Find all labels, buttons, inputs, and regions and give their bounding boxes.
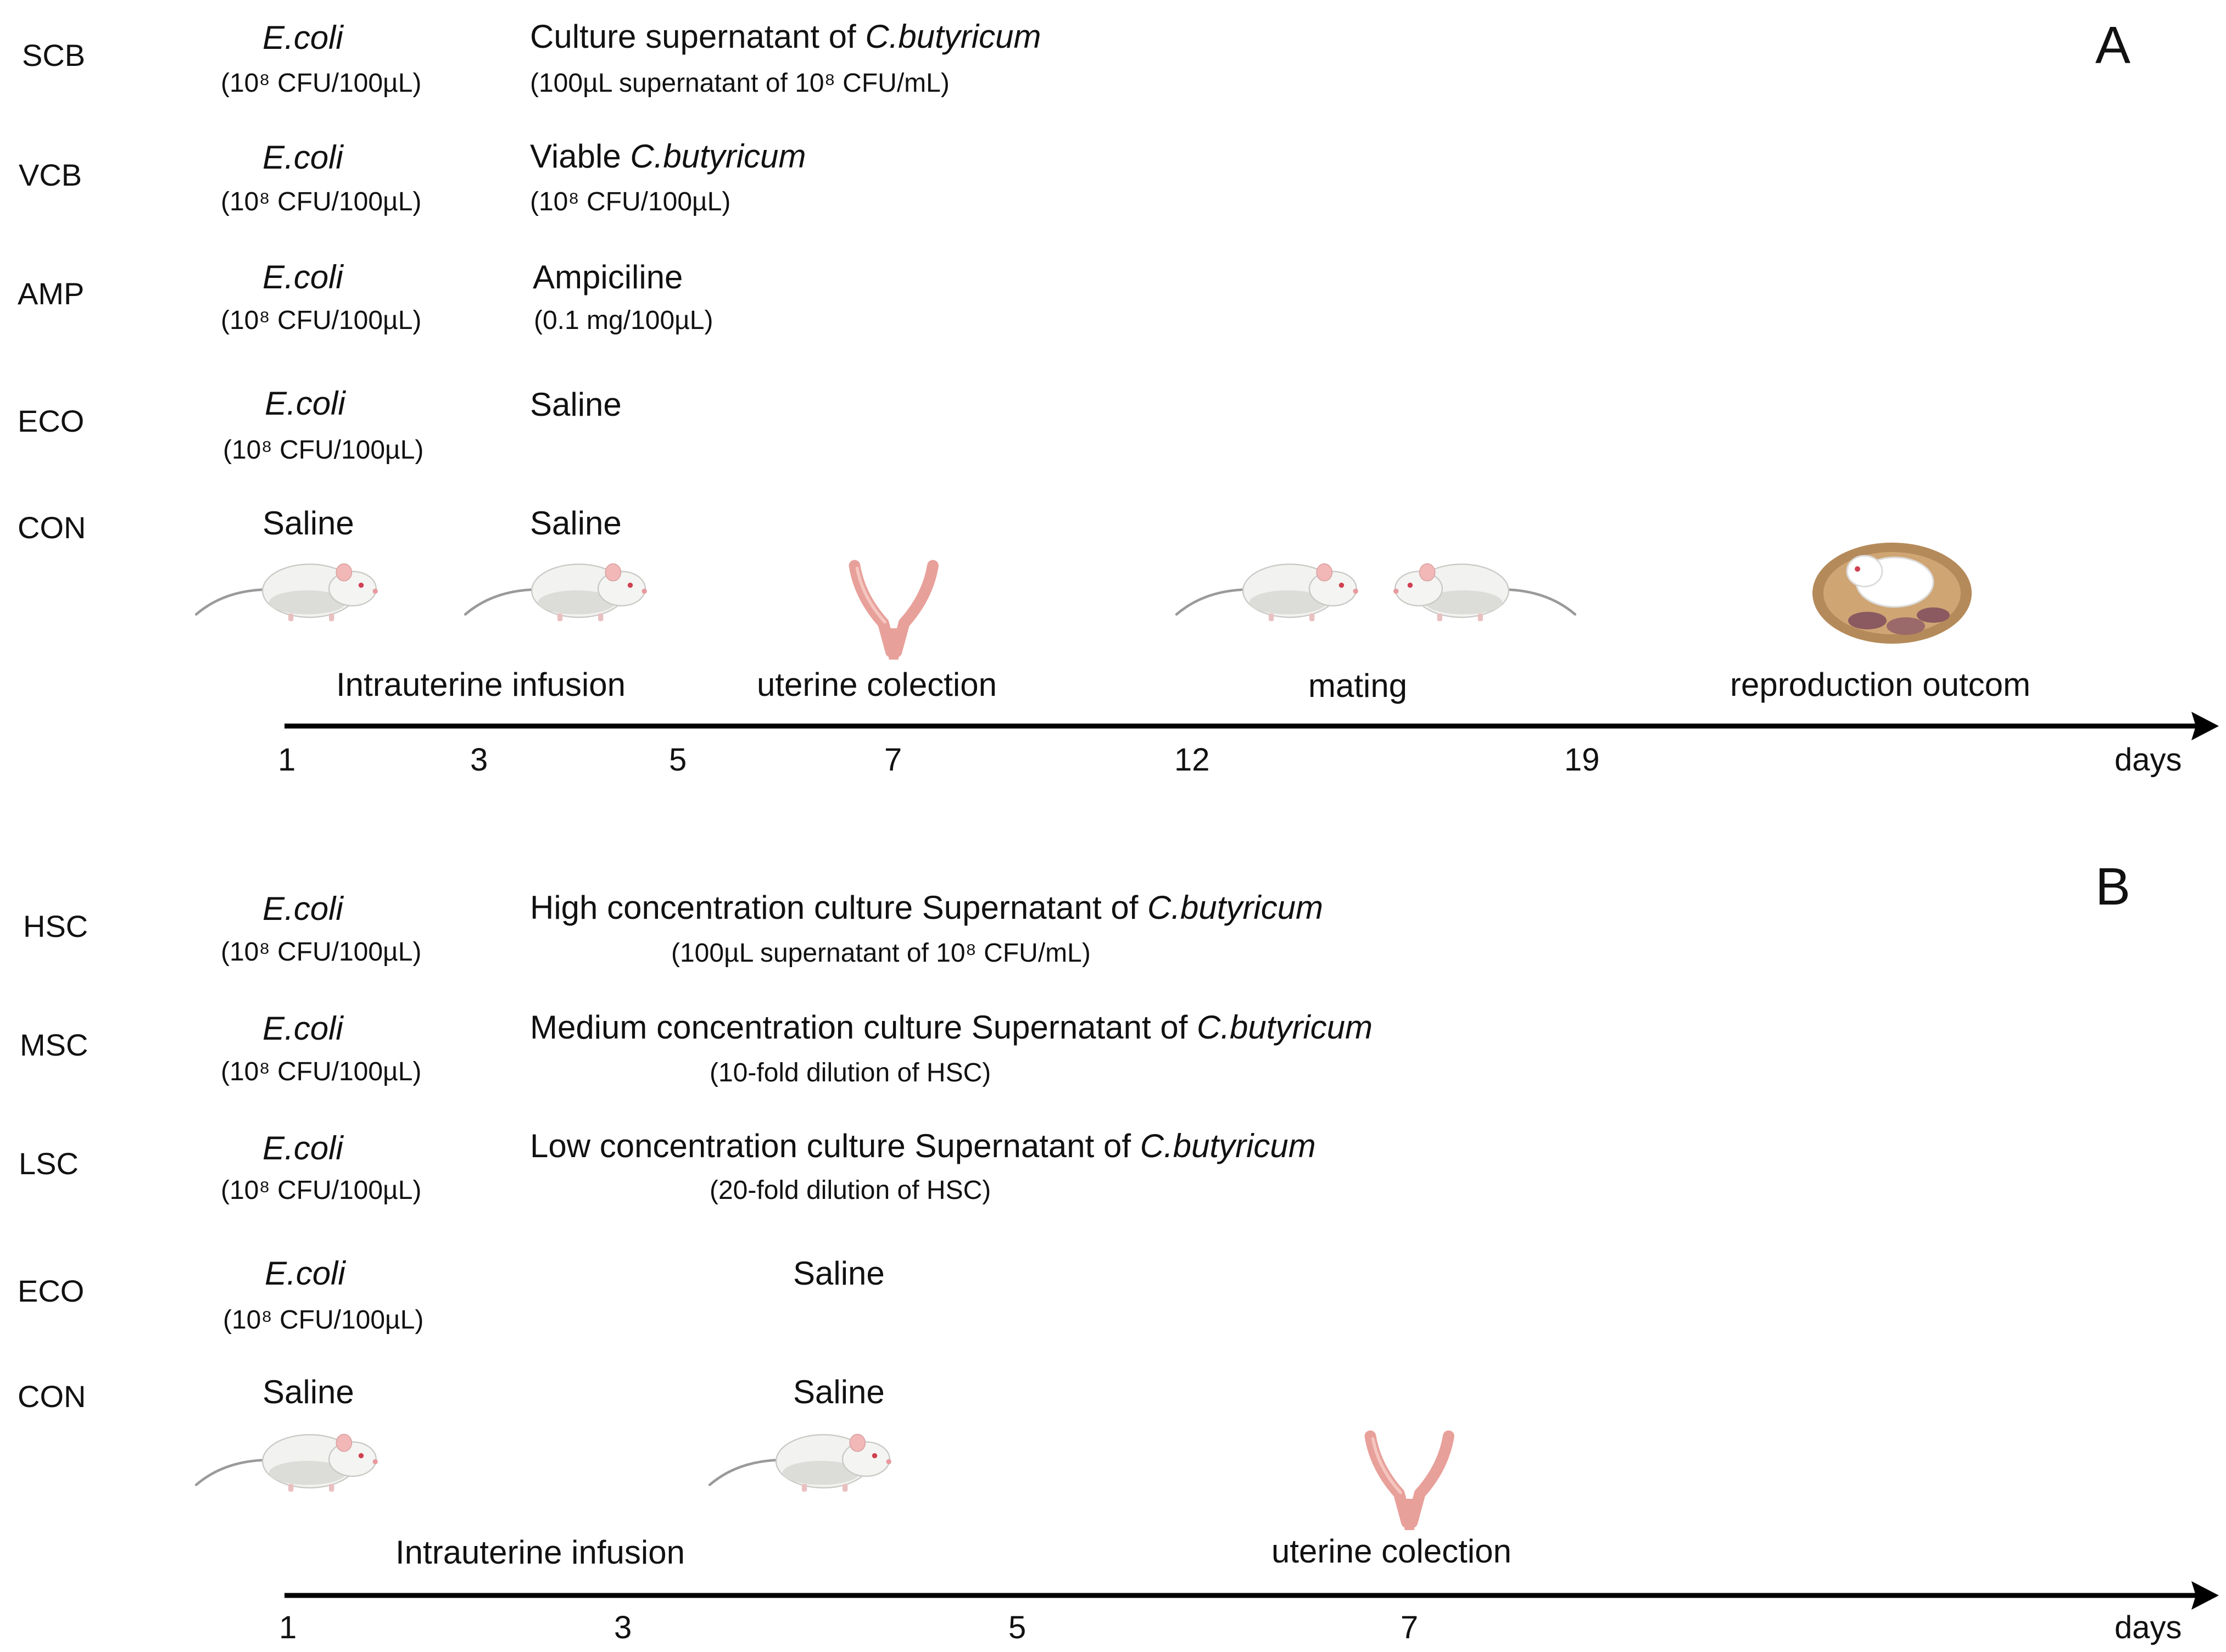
axis-label-days: days (2115, 1610, 2182, 1645)
stage-intrauterine-infusion: Intrauterine infusion (336, 666, 626, 703)
group-label-msc: MSC (20, 1028, 88, 1062)
treatment1-sub: (10⁸ CFU/100µL) (221, 1176, 422, 1205)
treatment2-main: Saline (793, 1374, 885, 1410)
treatment2-main: Low concentration culture Supernatant of… (530, 1128, 1316, 1164)
tick-label: 19 (1564, 742, 1600, 778)
tick-label: 7 (1401, 1610, 1419, 1645)
treatment2-sub: (0.1 mg/100µL) (534, 306, 713, 335)
arrowhead-icon (2191, 1581, 2219, 1610)
treatment2-sub: (20-fold dilution of HSC) (710, 1176, 991, 1205)
mouse-icon (1176, 564, 1358, 622)
treatment1-main: E.coli (265, 385, 345, 422)
stage-uterine-collection: uterine colection (757, 666, 997, 703)
tick-label: 5 (1008, 1610, 1026, 1645)
group-label-lsc: LSC (19, 1146, 79, 1181)
uterus-icon (1370, 1436, 1449, 1530)
uterus-icon (855, 566, 933, 660)
treatment1-main: E.coli (263, 19, 343, 56)
arrowhead-icon (2191, 712, 2219, 740)
group-label-hsc: HSC (23, 909, 88, 944)
group-label-con: CON (18, 1379, 86, 1414)
treatment2-main: Saline (530, 505, 622, 542)
treatment2-main: Saline (793, 1255, 885, 1292)
tick-label: 3 (470, 742, 488, 778)
treatment1-main: Saline (263, 1374, 354, 1410)
treatment2-sub: (100µL supernatant of 10⁸ CFU/mL) (671, 939, 1091, 968)
mouse-icon (196, 1435, 378, 1492)
group-label-eco: ECO (18, 404, 85, 438)
mouse-litter-icon (1812, 543, 1972, 644)
tick-label: 3 (614, 1610, 632, 1645)
treatment1-main: Saline (263, 505, 354, 542)
stage-intrauterine-infusion: Intrauterine infusion (395, 1534, 685, 1571)
treatment2-main: Culture supernatant of C.butyricum (530, 18, 1041, 55)
panel-letter-b: B (2095, 857, 2131, 916)
tick-label: 12 (1174, 742, 1210, 778)
treatment2-sub: (10⁸ CFU/100µL) (530, 187, 731, 216)
treatment2-main: Ampiciline (533, 259, 683, 295)
group-label-amp: AMP (18, 276, 85, 311)
treatment1-main: E.coli (263, 890, 343, 927)
treatment1-sub: (10⁸ CFU/100µL) (221, 1057, 422, 1086)
treatment2-sub: (10-fold dilution of HSC) (710, 1058, 991, 1087)
treatment1-main: E.coli (263, 139, 343, 176)
treatment1-main: E.coli (263, 1130, 343, 1167)
treatment1-main: E.coli (263, 259, 343, 295)
stage-reproduction-outcome: reproduction outcom (1730, 666, 2030, 703)
mouse-icon (196, 564, 378, 622)
treatment1-sub: (10⁸ CFU/100µL) (221, 187, 422, 216)
treatment2-main: Medium concentration culture Supernatant… (530, 1009, 1373, 1046)
treatment1-sub: (10⁸ CFU/100µL) (223, 1305, 424, 1335)
stage-uterine-collection: uterine colection (1271, 1533, 1511, 1570)
tick-label: 7 (884, 742, 902, 778)
group-label-scb: SCB (22, 38, 86, 72)
panel-letter-a: A (2095, 16, 2131, 75)
mouse-icon (1393, 564, 1575, 622)
tick-label: 5 (669, 742, 687, 778)
tick-label: 1 (278, 742, 296, 778)
treatment1-sub: (10⁸ CFU/100µL) (221, 69, 422, 98)
treatment2-main: Saline (530, 386, 622, 423)
treatment1-sub: (10⁸ CFU/100µL) (221, 937, 422, 967)
group-label-con: CON (18, 510, 86, 545)
treatment1-sub: (10⁸ CFU/100µL) (223, 436, 424, 465)
group-label-eco: ECO (18, 1274, 85, 1308)
treatment2-main: High concentration culture Supernatant o… (530, 889, 1324, 926)
mouse-icon (465, 564, 647, 622)
mouse-icon (710, 1435, 891, 1492)
treatment2-main: Viable C.butyricum (530, 138, 806, 175)
stage-mating: mating (1308, 667, 1408, 704)
treatment2-sub: (100µL supernatant of 10⁸ CFU/mL) (530, 69, 950, 98)
treatment1-sub: (10⁸ CFU/100µL) (221, 306, 422, 335)
axis-label-days: days (2115, 742, 2182, 778)
tick-label: 1 (279, 1610, 297, 1645)
group-label-vcb: VCB (19, 158, 82, 192)
treatment1-main: E.coli (265, 1255, 345, 1292)
treatment1-main: E.coli (263, 1010, 343, 1047)
